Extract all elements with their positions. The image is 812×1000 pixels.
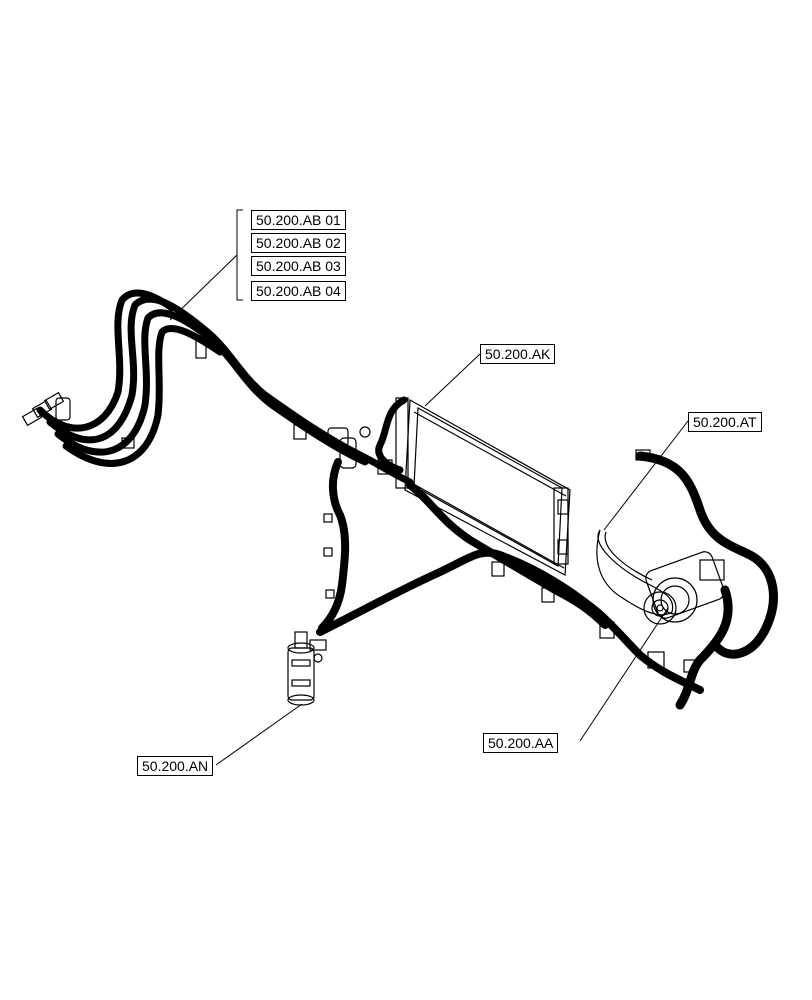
callout-an: 50.200.AN bbox=[137, 756, 214, 776]
hose-bundle-ab bbox=[21, 289, 414, 486]
callout-ab-02: 50.200.AB 02 bbox=[251, 233, 346, 253]
suction-hose bbox=[635, 449, 778, 710]
callout-ak: 50.200.AK bbox=[480, 344, 556, 364]
condenser bbox=[375, 396, 571, 576]
hose-drier-to-compressor bbox=[316, 481, 704, 694]
hose-to-drier bbox=[318, 458, 350, 632]
callout-ab-04: 50.200.AB 04 bbox=[251, 281, 346, 301]
leader-lines bbox=[169, 209, 689, 766]
callout-ab-01: 50.200.AB 01 bbox=[251, 210, 346, 230]
callout-ab-03: 50.200.AB 03 bbox=[251, 256, 346, 276]
callout-at: 50.200.AT bbox=[688, 412, 762, 432]
callout-aa: 50.200.AA bbox=[483, 733, 559, 753]
compressor bbox=[596, 529, 725, 625]
receiver-drier bbox=[287, 631, 327, 706]
